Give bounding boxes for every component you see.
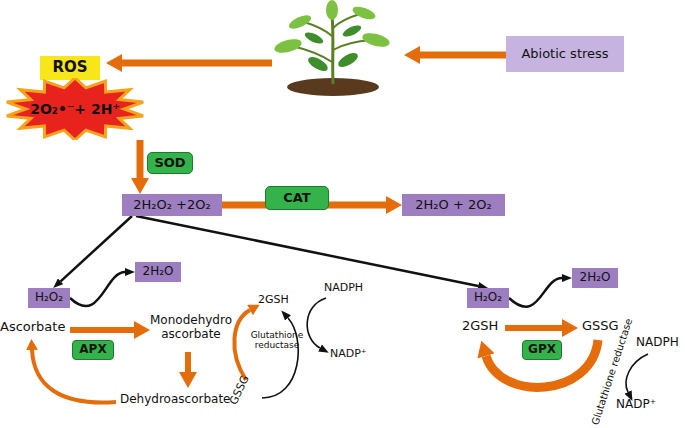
node-text: 2O₂•⁻+ 2H⁺ <box>30 101 120 117</box>
node-text: 2H₂O + 2O₂ <box>415 198 491 213</box>
node-text: H₂O₂ <box>35 291 63 305</box>
node-text: GPX <box>528 343 556 357</box>
metabolite-label: GSSG <box>228 366 256 408</box>
molecule-box: 2H₂O <box>572 268 618 288</box>
enzyme-box: GPX <box>522 340 562 360</box>
flow-arrow <box>137 140 144 178</box>
node-text: 2H₂O <box>143 265 174 279</box>
leaf <box>336 50 360 70</box>
cofactor-arrow <box>626 354 648 392</box>
leaf <box>361 31 391 50</box>
molecule-box: H₂O₂ <box>28 288 70 308</box>
flow-arrow <box>509 278 562 307</box>
molecule-box: 2H₂O + 2O₂ <box>402 194 505 216</box>
starburst-outline <box>7 78 143 140</box>
recycle-arrow <box>486 340 598 387</box>
leaf <box>326 0 338 20</box>
node-text: 2H₂O₂ +2O₂ <box>133 198 210 213</box>
reaction-arrow <box>185 352 191 372</box>
metabolite-label: Ascorbate <box>0 320 68 335</box>
leaf <box>273 37 303 56</box>
cofactor-label: NADP⁺ <box>616 398 666 412</box>
node-text: Abiotic stress <box>521 47 608 62</box>
node-text: SOD <box>154 156 185 171</box>
enzyme-box: SOD <box>147 152 193 174</box>
ros-box: ROS <box>40 56 100 80</box>
metabolite-label: Monodehydro ascorbate <box>141 314 241 342</box>
cofactor-arrow <box>307 298 326 348</box>
ros-arrow <box>122 60 272 67</box>
flow-arrow <box>70 272 125 306</box>
cofactor-label: NADP⁺ <box>330 348 380 361</box>
node-text: 2H₂O <box>580 271 611 285</box>
leaf <box>303 30 325 46</box>
flow-arrow <box>136 216 478 286</box>
enzyme-box: CAT <box>265 186 329 210</box>
metabolite-label: 2GSH <box>258 294 298 307</box>
node-text: APX <box>79 343 106 357</box>
leaf <box>351 4 377 22</box>
node-text: H₂O₂ <box>474 291 502 305</box>
cofactor-label: NADPH <box>636 336 685 350</box>
plant-illustration <box>273 0 391 96</box>
stress-box: Abiotic stress <box>506 36 624 72</box>
enzyme-label: Glutathione reductase <box>246 330 308 351</box>
enzyme-box: APX <box>72 340 114 360</box>
molecule-box: H₂O₂ <box>467 288 509 308</box>
cofactor-label: NADPH <box>324 282 374 295</box>
leaf <box>306 54 330 74</box>
stress-arrow <box>420 52 506 59</box>
metabolite-label: Dehydroascorbate <box>120 393 242 407</box>
node-text: CAT <box>283 191 310 206</box>
reaction-arrow <box>70 327 134 333</box>
molecule-box: 2H₂O₂ +2O₂ <box>122 194 222 216</box>
leaf <box>287 12 313 31</box>
ros-starburst: 2O₂•⁻+ 2H⁺ <box>5 78 145 140</box>
molecule-box: 2H₂O <box>135 262 181 282</box>
metabolite-label: 2GSH <box>462 319 506 334</box>
leaf <box>341 23 363 39</box>
cycle-arrow <box>234 310 250 380</box>
reaction-arrow <box>505 325 562 331</box>
node-text: ROS <box>52 59 87 76</box>
